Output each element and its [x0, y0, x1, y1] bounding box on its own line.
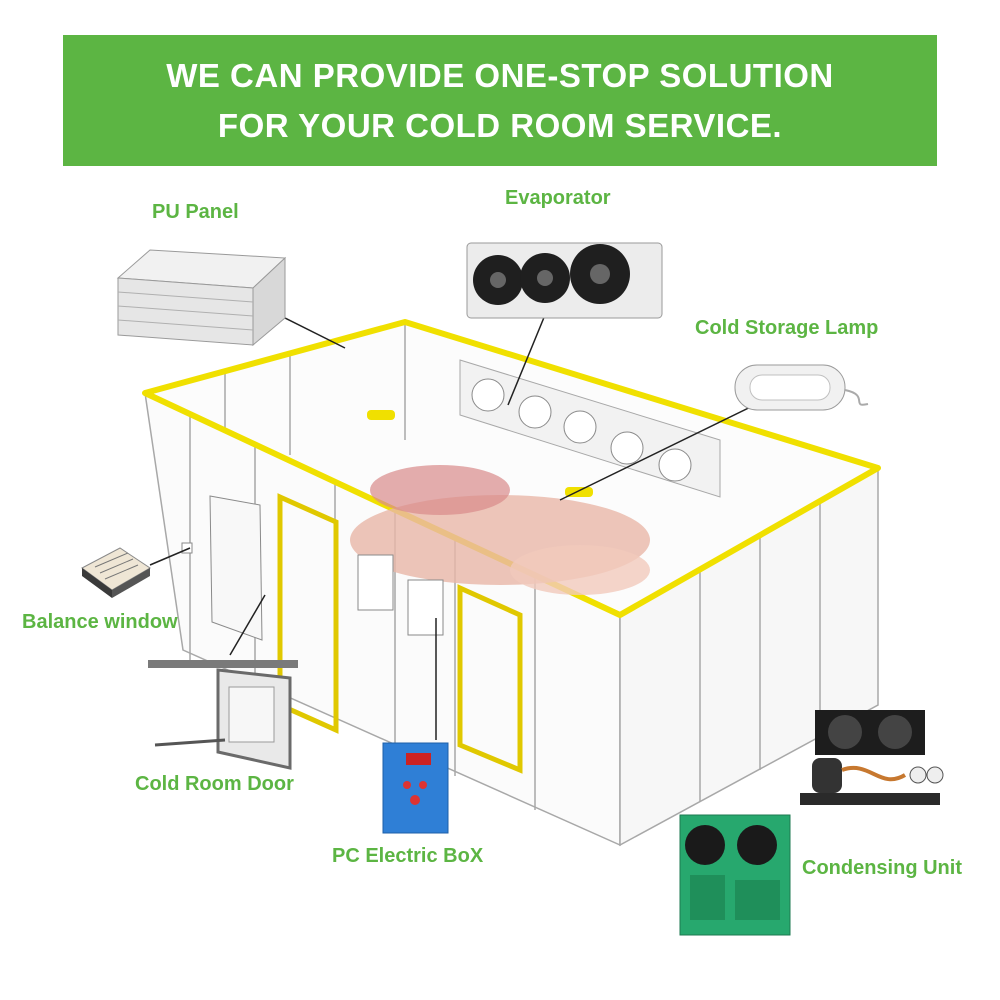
banner-line-2: FOR YOUR COLD ROOM SERVICE.: [217, 106, 783, 144]
wall-controller: [357, 554, 394, 611]
balance-window-image: [81, 547, 151, 598]
title-banner: WE CAN PROVIDE ONE-STOP SOLUTION FOR YOU…: [63, 35, 937, 166]
pu-panel-label: PU Panel: [152, 201, 239, 223]
leader-lines: [149, 297, 766, 740]
door-frame-left: [209, 493, 339, 734]
balance-window-label: Balance window: [22, 611, 178, 633]
evaporator-image: [466, 242, 663, 319]
wall-controller: [407, 579, 444, 636]
door-frame-right: [457, 584, 523, 774]
cold-room: [144, 322, 879, 847]
stored-goods: [350, 465, 650, 595]
evaporator-label: Evaporator: [505, 187, 611, 209]
ceiling-lamp-icon: [367, 410, 395, 420]
cold-storage-lamp-image: [734, 364, 869, 411]
condensing-unit-image-green: [679, 814, 791, 936]
electric-box-label: PC Electric BoX: [332, 845, 484, 867]
electric-box-image: [382, 742, 449, 834]
inner-evaporator: [459, 359, 721, 498]
cold-room-door-label: Cold Room Door: [135, 773, 294, 795]
pu-panel-image: [116, 249, 287, 347]
condensing-unit-image-black: [800, 710, 944, 805]
banner-line-1: WE CAN PROVIDE ONE-STOP SOLUTION: [166, 56, 834, 94]
cold-room-door-image: [148, 660, 298, 770]
wall-vent: [181, 542, 193, 554]
condensing-unit-label: Condensing Unit: [802, 857, 962, 879]
cold-storage-lamp-label: Cold Storage Lamp: [695, 317, 879, 339]
